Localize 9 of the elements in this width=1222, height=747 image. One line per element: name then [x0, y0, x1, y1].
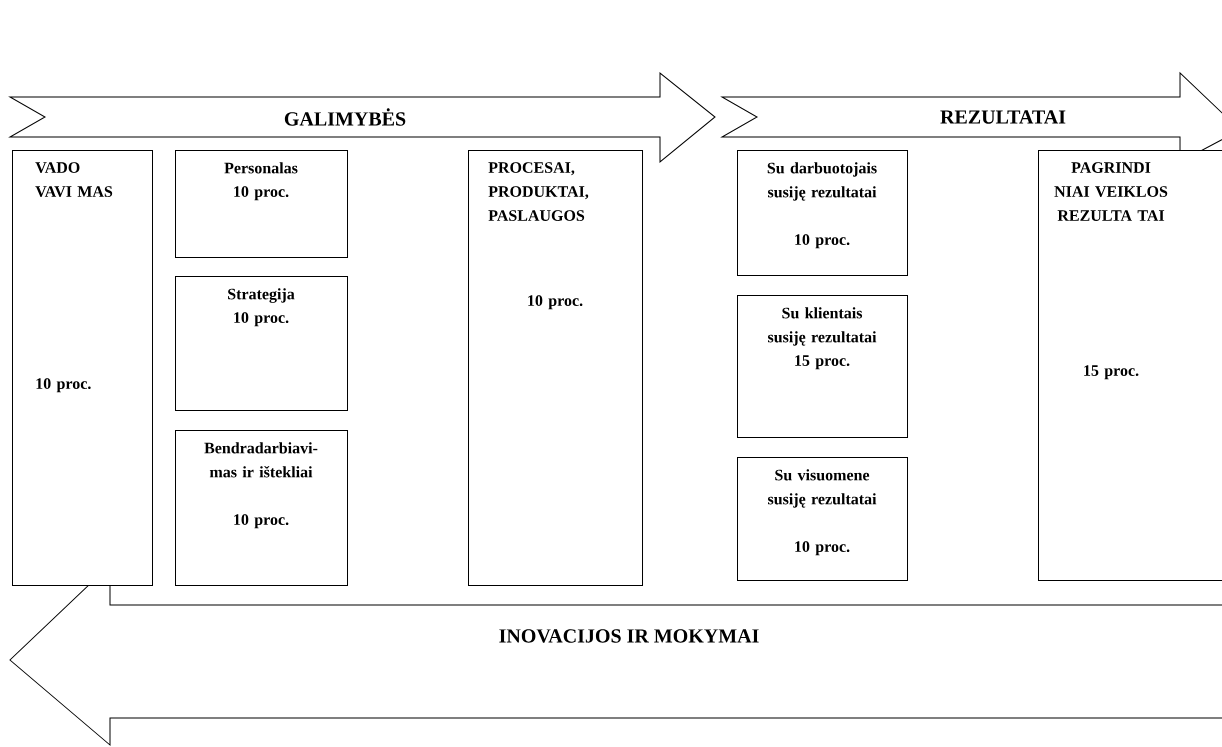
criterion-box: Personalas 10 proc.: [175, 150, 348, 258]
criterion-box: Su klientais susiję rezultatai 15 proc.: [737, 295, 908, 438]
criterion-box: Su darbuotojais susiję rezultatai 10 proc.: [737, 150, 908, 276]
criterion-box: PROCESAI, PRODUKTAI, PASLAUGOS 10 proc.: [468, 150, 643, 586]
criterion-box: Bendradarbiavi- mas ir ištekliai 10 proc.: [175, 430, 348, 586]
criterion-box: PAGRINDI NIAI VEIKLOS REZULTA TAI 15 proc.: [1038, 150, 1222, 581]
criterion-box: Su visuomene susiję rezultatai 10 proc.: [737, 457, 908, 581]
criterion-box: VADO VAVI MAS 10 proc.: [12, 150, 153, 586]
criterion-box: Strategija 10 proc.: [175, 276, 348, 411]
